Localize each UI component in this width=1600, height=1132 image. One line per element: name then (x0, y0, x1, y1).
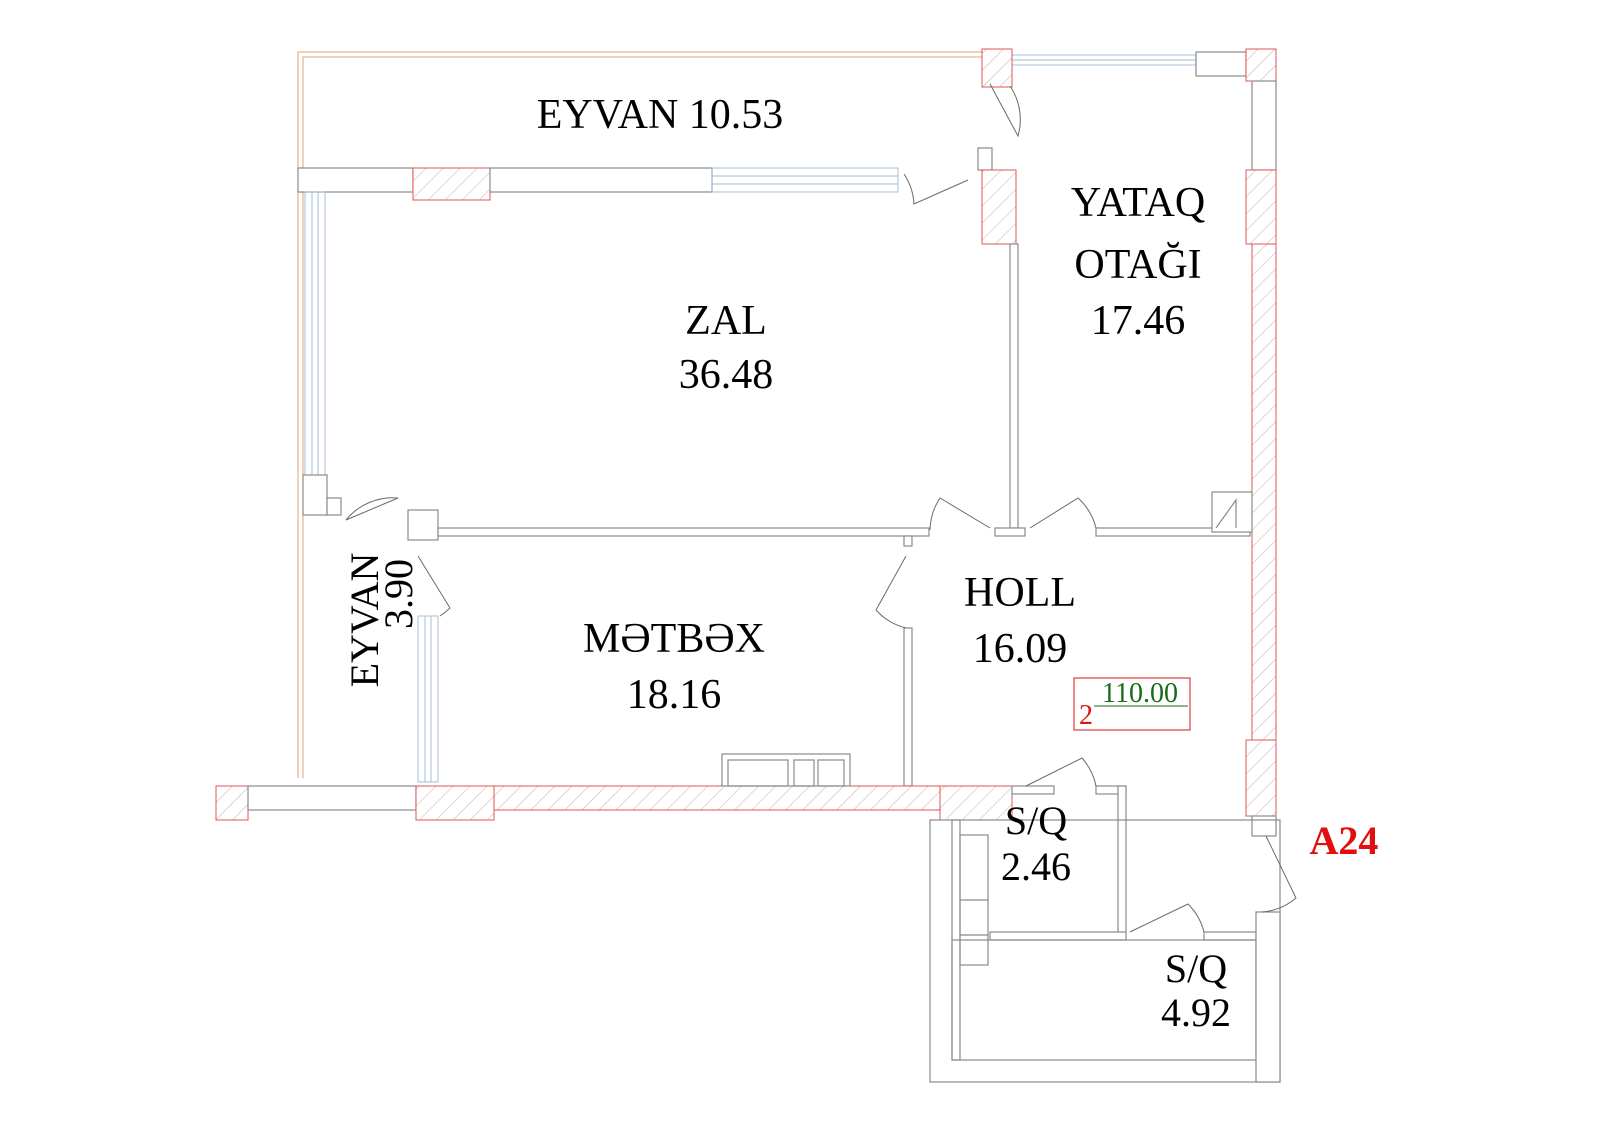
room-zal-name: ZAL (685, 298, 767, 344)
room-yataq-area: 17.46 (1091, 298, 1186, 344)
room-sq1-name: S/Q (1005, 798, 1067, 843)
wall-zal-south (302, 474, 1253, 541)
total-area-prefix: 2 (1079, 700, 1093, 731)
wall-balcony-zal (297, 167, 899, 201)
columns-top (977, 48, 1277, 245)
room-yataq-name-line1: YATAQ (1071, 180, 1205, 226)
door-swings (345, 83, 1297, 933)
wall-south (215, 785, 1055, 821)
glazing-zal-west (304, 191, 326, 476)
storage-rooms (929, 785, 1281, 1083)
room-sq1-area: 2.46 (1001, 844, 1071, 889)
room-eyvan-top-label: EYVAN 10.53 (537, 92, 784, 138)
room-sq2-area: 4.92 (1161, 990, 1231, 1035)
total-area-value: 110.00 (1102, 678, 1178, 709)
balcony-west-small (417, 615, 439, 783)
room-yataq-name-line2: OTAĞI (1074, 241, 1201, 288)
room-sq2-name: S/Q (1165, 946, 1227, 991)
room-metbex-name: MƏTBƏX (583, 616, 765, 662)
kitchen-counter (721, 753, 851, 787)
balcony-top-outline (297, 51, 1247, 778)
room-eyvan-west-label: EYVAN 3.90 (342, 553, 421, 688)
room-holl-area: 16.09 (973, 626, 1068, 672)
room-holl-name: HOLL (964, 570, 1076, 616)
room-eyvan-west-name: EYVAN (342, 553, 387, 688)
plan-code: A24 (1310, 818, 1379, 863)
exterior-wall-east (1245, 80, 1277, 837)
total-area-badge: 2 110.00 (1073, 677, 1191, 731)
room-metbex-area: 18.16 (627, 672, 722, 718)
wall-metbex-holl (903, 535, 913, 787)
total-area-badge-frame (1073, 677, 1191, 731)
room-eyvan-west-area: 3.90 (376, 559, 421, 629)
wall-zal-yataq (994, 243, 1026, 537)
room-zal-area: 36.48 (679, 352, 774, 398)
